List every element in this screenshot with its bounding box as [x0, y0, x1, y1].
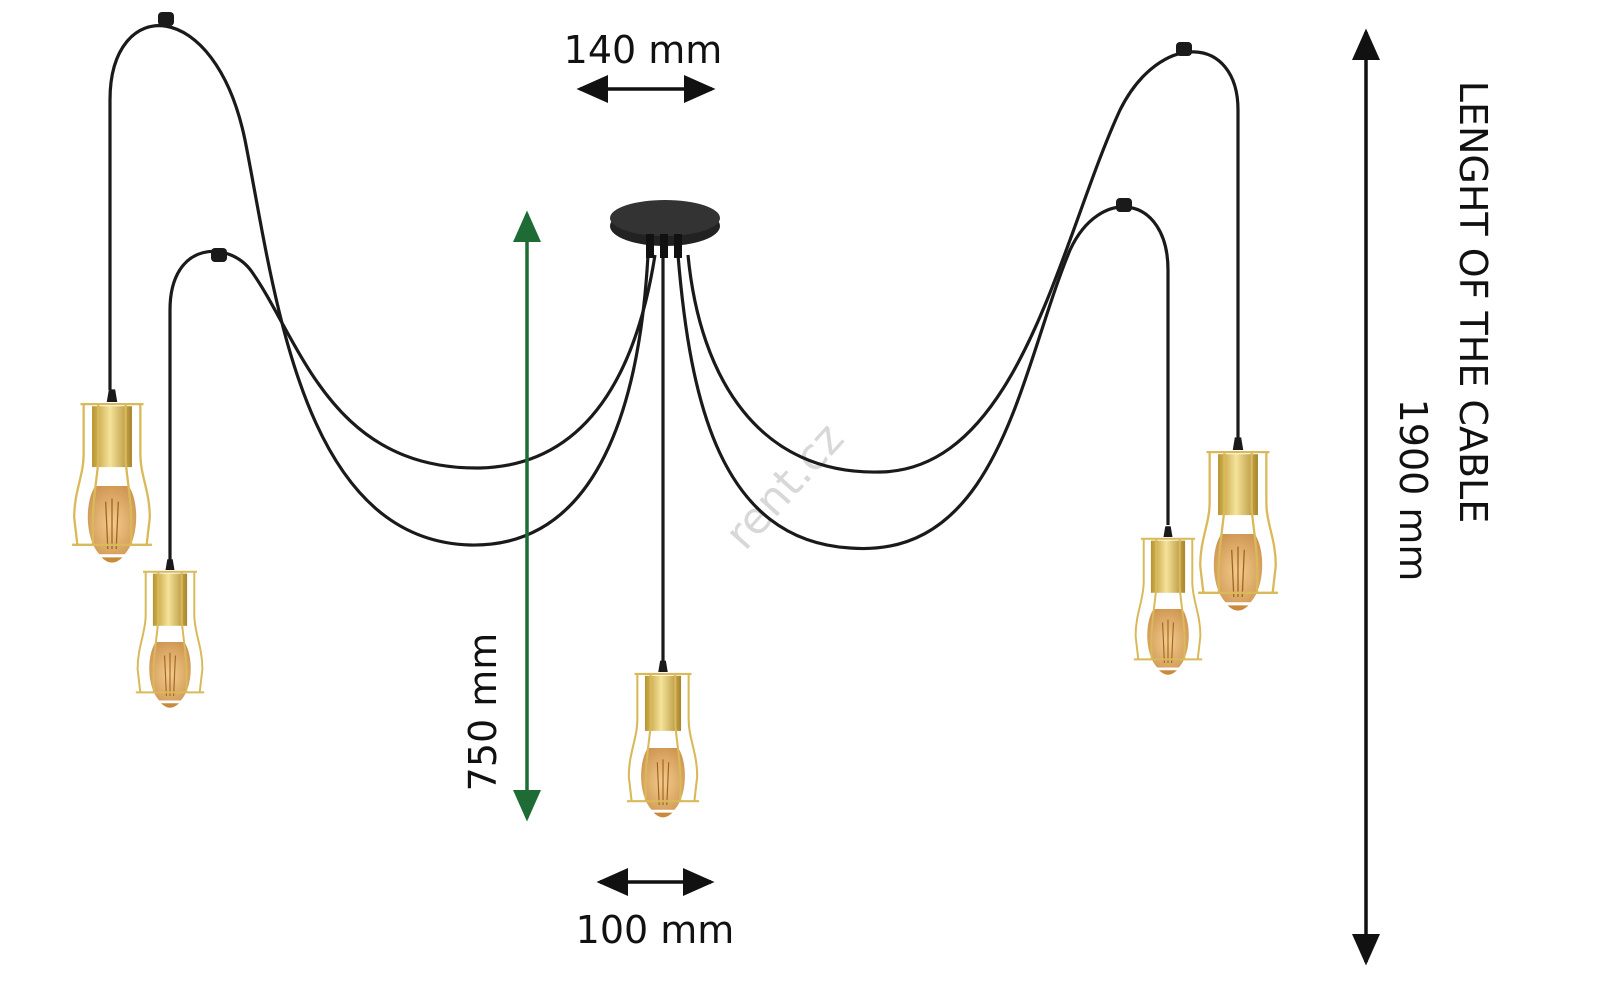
- cable-left-inner: [168, 249, 657, 560]
- hook: [158, 12, 174, 26]
- pendant-lamp: [625, 659, 701, 819]
- hook: [1176, 42, 1192, 56]
- pendant-lamp: [134, 558, 206, 709]
- hook: [1116, 198, 1132, 212]
- cable-length-value: 1900 mm: [1391, 399, 1435, 582]
- pendant-lamp: [70, 388, 154, 564]
- pendant-lamp: [1196, 436, 1280, 612]
- cables: [108, 24, 1240, 665]
- lamp-width-label: 100 mm: [576, 908, 735, 952]
- cable-left-outer: [108, 24, 650, 547]
- ceiling-canopy: [610, 200, 720, 258]
- pendant-lamp: [1132, 525, 1204, 676]
- cable-right-outer: [686, 50, 1240, 474]
- cable-length-title: LENGHT OF THE CABLE: [1451, 81, 1495, 523]
- hook: [211, 248, 227, 262]
- watermark: rent.cz: [715, 413, 854, 559]
- ceiling-hooks: [158, 12, 1192, 262]
- drop-height-label: 750 mm: [461, 633, 505, 792]
- canopy-width-label: 140 mm: [564, 28, 723, 72]
